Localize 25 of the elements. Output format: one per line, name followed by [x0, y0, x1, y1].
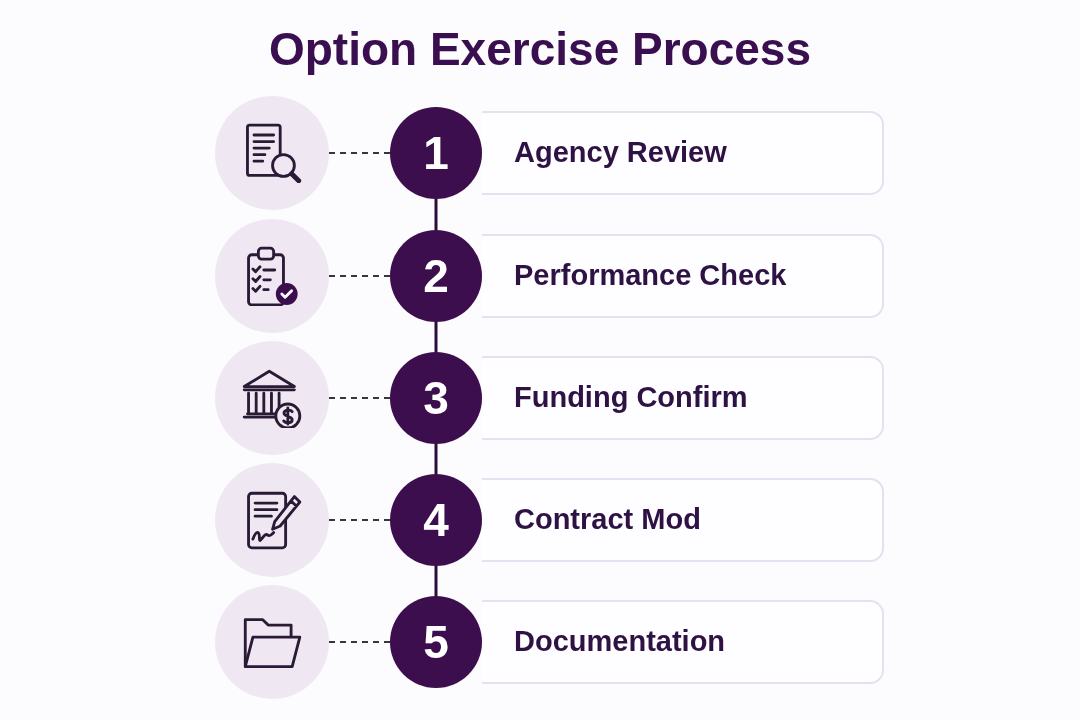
timeline-connector [434, 199, 438, 230]
step-number: 5 [423, 619, 449, 665]
dashed-connector [328, 397, 391, 399]
step-number: 1 [423, 130, 449, 176]
timeline-connector [434, 322, 438, 352]
title: Option Exercise Process [269, 24, 811, 75]
step-number: 3 [423, 375, 449, 421]
step-card [482, 478, 884, 562]
step-title: Funding Confirm [514, 382, 748, 414]
timeline-connector [434, 444, 438, 474]
step-title: Contract Mod [514, 504, 701, 536]
step-number: 2 [423, 253, 449, 299]
step-card [482, 600, 884, 684]
dashed-connector [328, 152, 391, 154]
dashed-connector [328, 641, 391, 643]
dashed-connector [328, 519, 391, 521]
step-card [482, 111, 884, 195]
step-number: 4 [423, 497, 449, 543]
step-card [482, 356, 884, 440]
step-card [482, 234, 884, 318]
step-title: Performance Check [514, 260, 787, 292]
step-title: Documentation [514, 626, 726, 658]
timeline-connector [434, 566, 438, 596]
step-title: Agency Review [514, 137, 727, 169]
dashed-connector [328, 275, 391, 277]
